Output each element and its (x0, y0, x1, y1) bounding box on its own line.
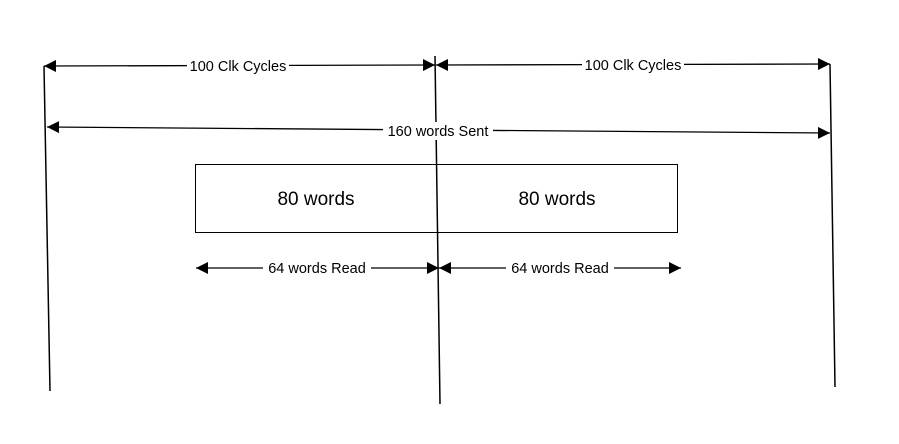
words-sent-label: 160 words Sent (388, 124, 489, 140)
clk-cycles-label-left: 100 Clk Cycles (190, 59, 287, 75)
boundary-line-middle (434, 55, 441, 405)
boundary-line-left (43, 65, 51, 392)
clk-cycles-label-right: 100 Clk Cycles (585, 58, 682, 74)
words-read-label-left: 64 words Read (268, 261, 366, 277)
buffer-box (195, 164, 678, 233)
boundary-line-right (829, 63, 836, 388)
buffer-left-label: 80 words (277, 189, 354, 210)
words-read-label-right: 64 words Read (511, 261, 609, 277)
buffer-right-label: 80 words (518, 189, 595, 210)
